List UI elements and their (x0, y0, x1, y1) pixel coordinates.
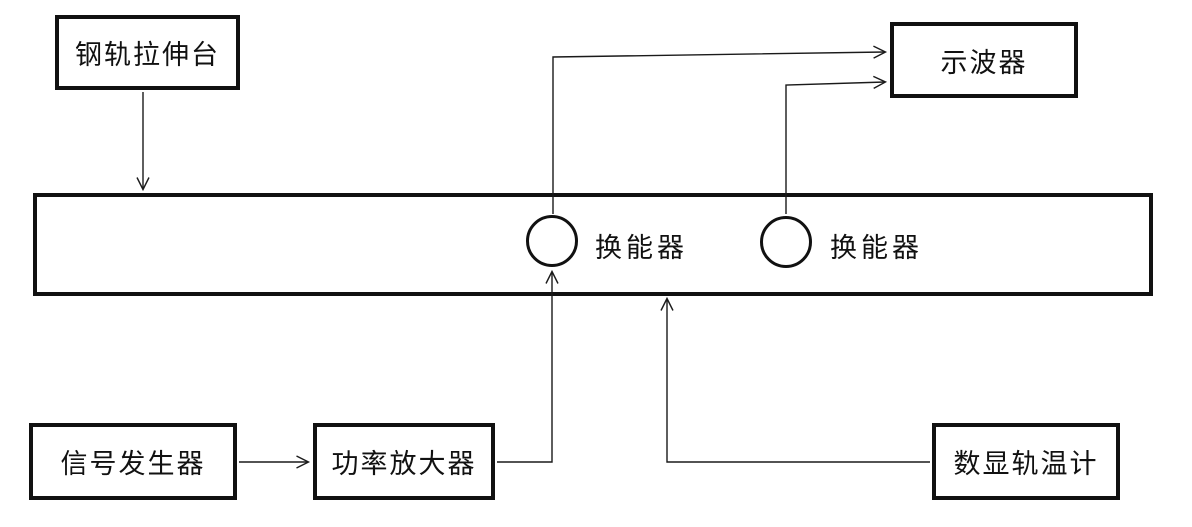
rail-bar (33, 193, 1153, 296)
arrow-transducer1-to-oscilloscope (552, 45, 888, 214)
power-amplifier-label: 功率放大器 (331, 449, 477, 480)
transducer-1-label: 换能器 (595, 233, 688, 264)
node-digital-rail-thermometer: 数显轨温计 (932, 423, 1120, 500)
rail-tensile-platform-label: 钢轨拉伸台 (75, 40, 220, 71)
transducer-1-circle (526, 215, 578, 267)
transducer-2-label: 换能器 (830, 233, 923, 264)
arrow-transducer2-to-oscilloscope (785, 75, 888, 214)
arrow-poweramp-to-transducer1 (497, 269, 559, 463)
transducer-2-circle (760, 216, 812, 268)
arrow-thermometer-to-rail (660, 296, 930, 463)
digital-rail-thermometer-label: 数显轨温计 (953, 449, 1099, 480)
node-signal-generator: 信号发生器 (29, 423, 237, 500)
node-rail-tensile-platform: 钢轨拉伸台 (55, 15, 240, 90)
node-oscilloscope: 示波器 (890, 22, 1078, 98)
node-power-amplifier: 功率放大器 (313, 423, 495, 500)
oscilloscope-label: 示波器 (940, 47, 1028, 79)
signal-generator-label: 信号发生器 (60, 449, 206, 480)
